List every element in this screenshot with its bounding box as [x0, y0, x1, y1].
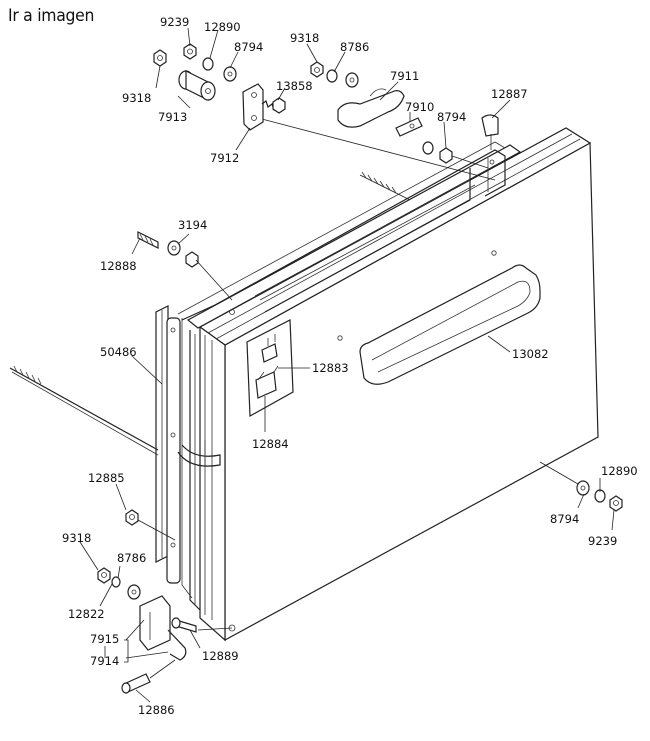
- part-label[interactable]: 50486: [100, 345, 137, 359]
- part-label[interactable]: 13082: [512, 347, 549, 361]
- label-bracket: [124, 639, 129, 663]
- back-to-image-link[interactable]: Ir a imagen: [8, 6, 95, 26]
- part-label[interactable]: 12888: [100, 259, 137, 273]
- door-handle: [337, 250, 541, 385]
- part-label[interactable]: 12883: [312, 361, 349, 375]
- latch-assembly: [178, 70, 499, 201]
- part-label[interactable]: 8794: [550, 512, 579, 526]
- part-label[interactable]: 12884: [252, 437, 289, 451]
- part-label[interactable]: 7911: [390, 69, 419, 83]
- part-label[interactable]: 12887: [491, 87, 528, 101]
- part-label[interactable]: 8786: [117, 551, 146, 565]
- hinge-rod: [9, 367, 159, 451]
- part-label[interactable]: 8794: [437, 110, 466, 124]
- part-label[interactable]: 12889: [202, 649, 239, 663]
- part-label[interactable]: 3194: [178, 218, 207, 232]
- part-label[interactable]: 8794: [234, 40, 263, 54]
- part-label[interactable]: 9239: [588, 534, 617, 548]
- door-panel: [198, 127, 599, 642]
- part-labels: 9239 12890 8794 9318 8786 9318 7913 1385…: [62, 15, 638, 717]
- part-label[interactable]: 13858: [276, 79, 313, 93]
- part-label[interactable]: 7910: [405, 100, 434, 114]
- part-label[interactable]: 9318: [290, 31, 319, 45]
- label-leaders: [79, 27, 615, 703]
- part-label[interactable]: 8786: [340, 40, 369, 54]
- part-label[interactable]: 12885: [88, 471, 125, 485]
- part-label[interactable]: 9239: [160, 15, 189, 29]
- part-label[interactable]: 12890: [601, 464, 638, 478]
- part-label[interactable]: 12890: [204, 20, 241, 34]
- assembly-lines: [137, 155, 579, 631]
- part-label[interactable]: 9318: [122, 91, 151, 105]
- part-label[interactable]: 12886: [138, 703, 175, 717]
- part-label[interactable]: 7913: [158, 110, 187, 124]
- part-label[interactable]: 9318: [62, 531, 91, 545]
- part-label[interactable]: 12822: [68, 607, 105, 621]
- part-label[interactable]: 7915: [90, 632, 119, 646]
- door-liner: [177, 141, 522, 632]
- label-plate: [246, 319, 294, 417]
- hinge-strap: [155, 305, 221, 584]
- fasteners: [97, 43, 623, 694]
- part-label[interactable]: 7912: [210, 151, 239, 165]
- part-label[interactable]: 7914: [90, 654, 119, 668]
